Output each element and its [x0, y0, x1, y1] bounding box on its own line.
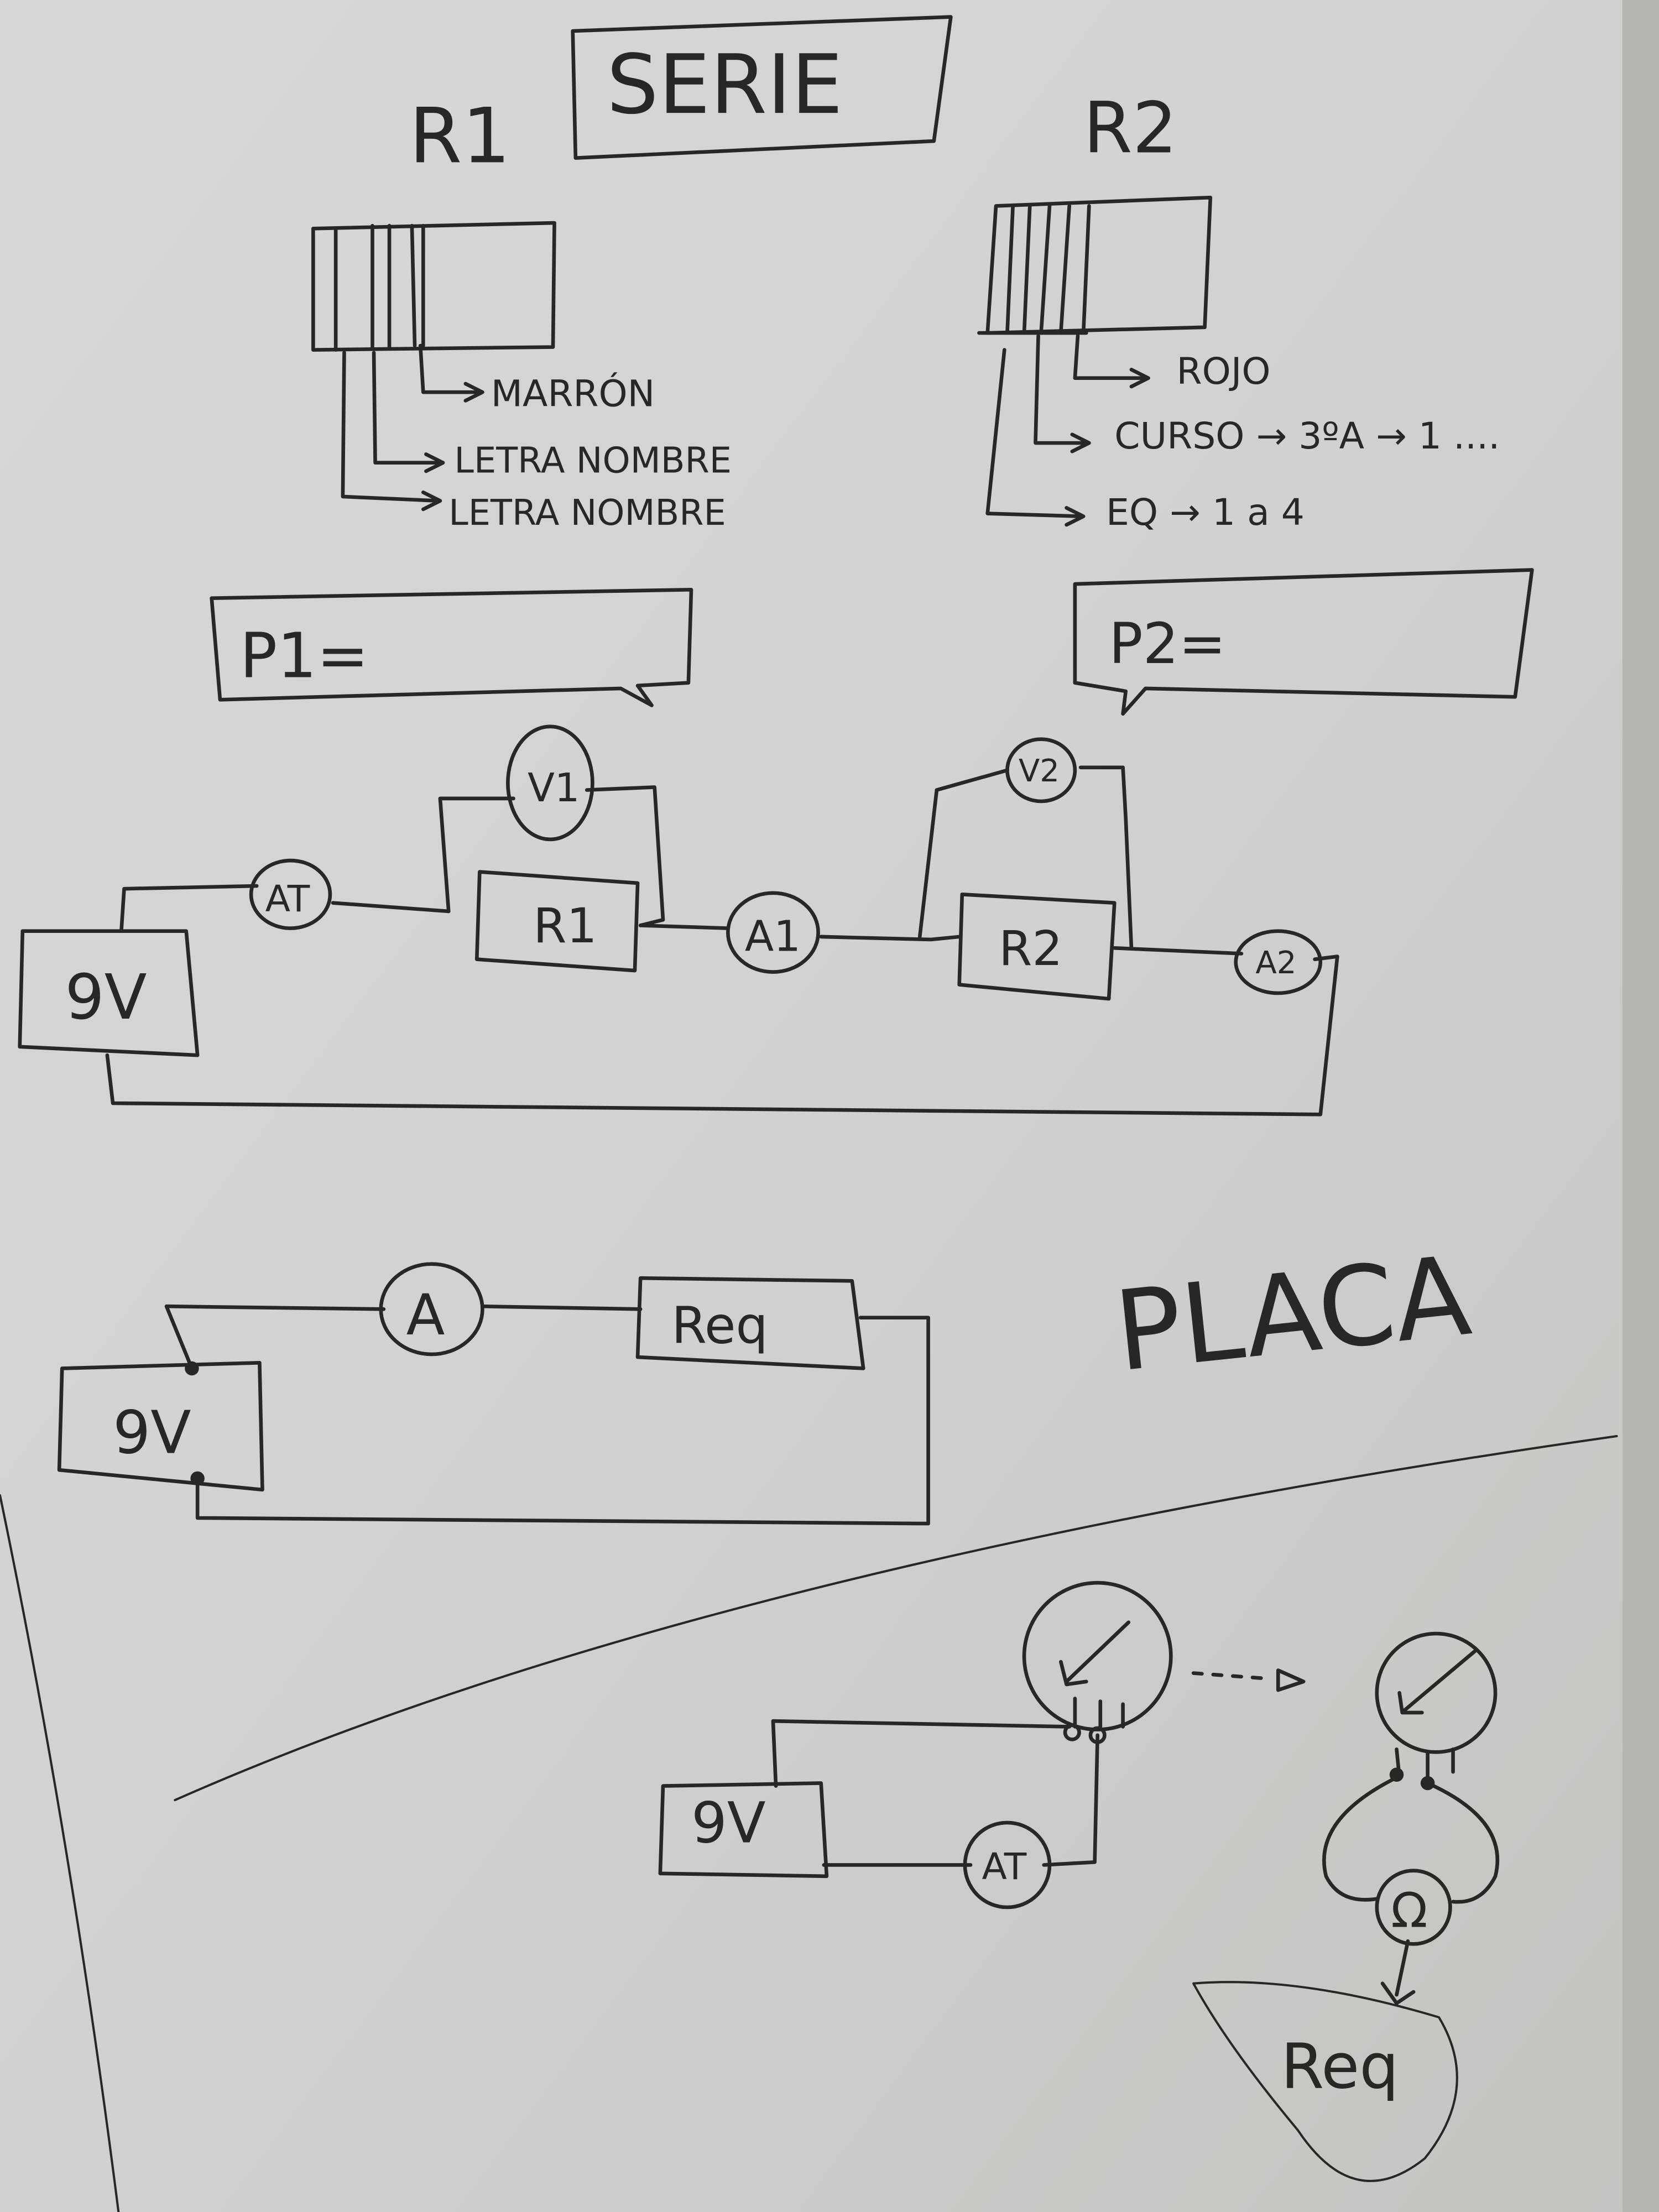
p2-callout: P2= [1073, 568, 1534, 716]
divider-curve [174, 1434, 1618, 1802]
p1-callout: P1= [210, 588, 693, 707]
title: SERIE [607, 37, 843, 132]
r2-band-1: ROJO [1177, 349, 1271, 393]
c3-source-label: 9V [691, 1791, 766, 1856]
r2-heading: R2 [1083, 88, 1177, 170]
circuit-equivalent [57, 1262, 930, 1526]
resistor-2-drawing [977, 195, 1213, 527]
circuit-placa [658, 1580, 1500, 2182]
r1-band-1: MARRÓN [491, 372, 655, 415]
p2-label: P2= [1109, 611, 1226, 677]
c1-ammeter-total-label: AT [265, 877, 310, 920]
resistor-1-drawing [311, 221, 556, 512]
title-box: SERIE [571, 15, 953, 160]
c1-ammeter-1-label: A1 [745, 912, 801, 961]
c1-voltmeter-1-label: V1 [528, 765, 580, 811]
c1-ammeter-2-label: A2 [1255, 945, 1296, 981]
circuit-series-measure [18, 724, 1339, 1117]
c3-ohm-label: Ω [1391, 1883, 1427, 1939]
c2-source-label: 9V [113, 1399, 191, 1468]
r1-band-2: LETRA NOMBRE [454, 441, 732, 482]
c3-result-label: Req [1281, 2031, 1399, 2103]
c1-resistor-1-label: R1 [533, 898, 597, 954]
c2-resistor-label: Req [671, 1296, 768, 1355]
r2-band-2: CURSO → 3ºA → 1 .... [1114, 414, 1500, 457]
r1-band-3: LETRA NOMBRE [448, 493, 726, 534]
p1-label: P1= [240, 620, 369, 692]
c1-voltmeter-2-label: V2 [1019, 753, 1060, 789]
c2-ammeter-label: A [406, 1282, 445, 1348]
c3-ammeter-label: AT [982, 1845, 1027, 1888]
board-frame-edge [1622, 0, 1659, 2212]
board-left-edge [0, 1494, 120, 2212]
r2-band-3: EQ → 1 a 4 [1106, 491, 1305, 534]
c1-resistor-2-label: R2 [999, 921, 1062, 977]
c1-source-label: 9V [65, 962, 147, 1034]
r1-heading: R1 [409, 92, 510, 180]
